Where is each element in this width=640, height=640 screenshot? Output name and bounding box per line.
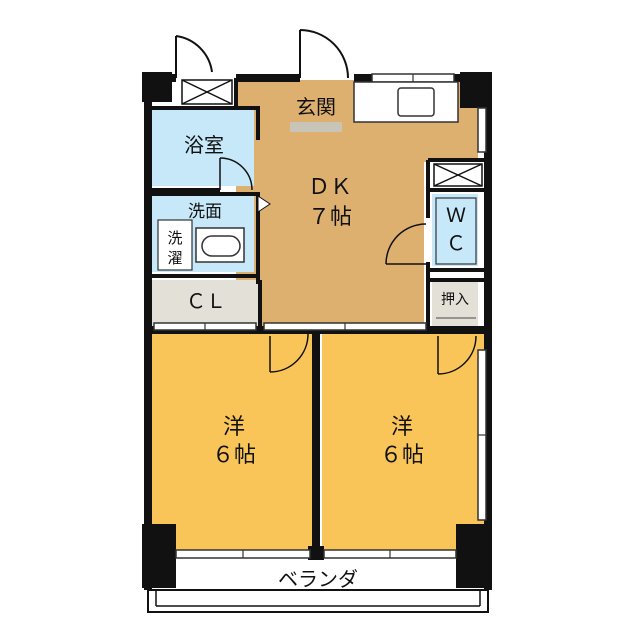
- laundry-space: [157, 219, 193, 271]
- western-right-label-1: 洋: [391, 415, 413, 440]
- dk-label-2: ７帖: [308, 205, 352, 230]
- western-right-label-2: ６帖: [380, 443, 424, 468]
- interior-walls: [150, 78, 486, 330]
- western-left-label-2: ６帖: [212, 443, 256, 468]
- washroom-door-marker: [257, 195, 271, 213]
- toilet-floor: [432, 194, 478, 266]
- toilet-label-1: Ｗ: [446, 203, 466, 227]
- closet-label: ＣＬ: [186, 289, 226, 313]
- bath-door: [219, 157, 253, 191]
- kitchen-counter: [353, 81, 459, 123]
- bath-floor: [152, 110, 254, 186]
- washroom-label: 洗面: [188, 202, 222, 222]
- western-right-door: [437, 335, 477, 375]
- closet-floor: [152, 280, 260, 326]
- storage-label: 押入: [441, 292, 469, 308]
- wash-basin: [195, 227, 245, 263]
- laundry-label-2: 濯: [167, 249, 182, 267]
- columns: [142, 72, 492, 588]
- entrance-label: 玄関: [296, 95, 336, 119]
- laundry-label-1: 洗: [167, 229, 182, 247]
- western-left-label-1: 洋: [223, 415, 245, 440]
- balcony-outline: [147, 589, 489, 613]
- dk-label-1: ＤＫ: [308, 175, 352, 200]
- window-mullions: [204, 74, 486, 558]
- bath-label: 浴室: [184, 133, 224, 157]
- western-right-floor: [322, 334, 484, 552]
- balcony-label: ベランダ: [278, 567, 358, 591]
- toilet-vent-box: [433, 163, 483, 187]
- storage-floor: [432, 282, 478, 326]
- entrance-mat: [290, 122, 342, 132]
- toilet-label-2: Ｃ: [446, 231, 466, 255]
- meter-box: [181, 79, 233, 105]
- toilet-door: [385, 223, 427, 265]
- western-left-floor: [152, 334, 312, 552]
- western-left-door: [269, 333, 309, 373]
- side-door: [175, 35, 213, 78]
- entrance-door: [299, 29, 349, 79]
- toilet-inner: [435, 197, 477, 265]
